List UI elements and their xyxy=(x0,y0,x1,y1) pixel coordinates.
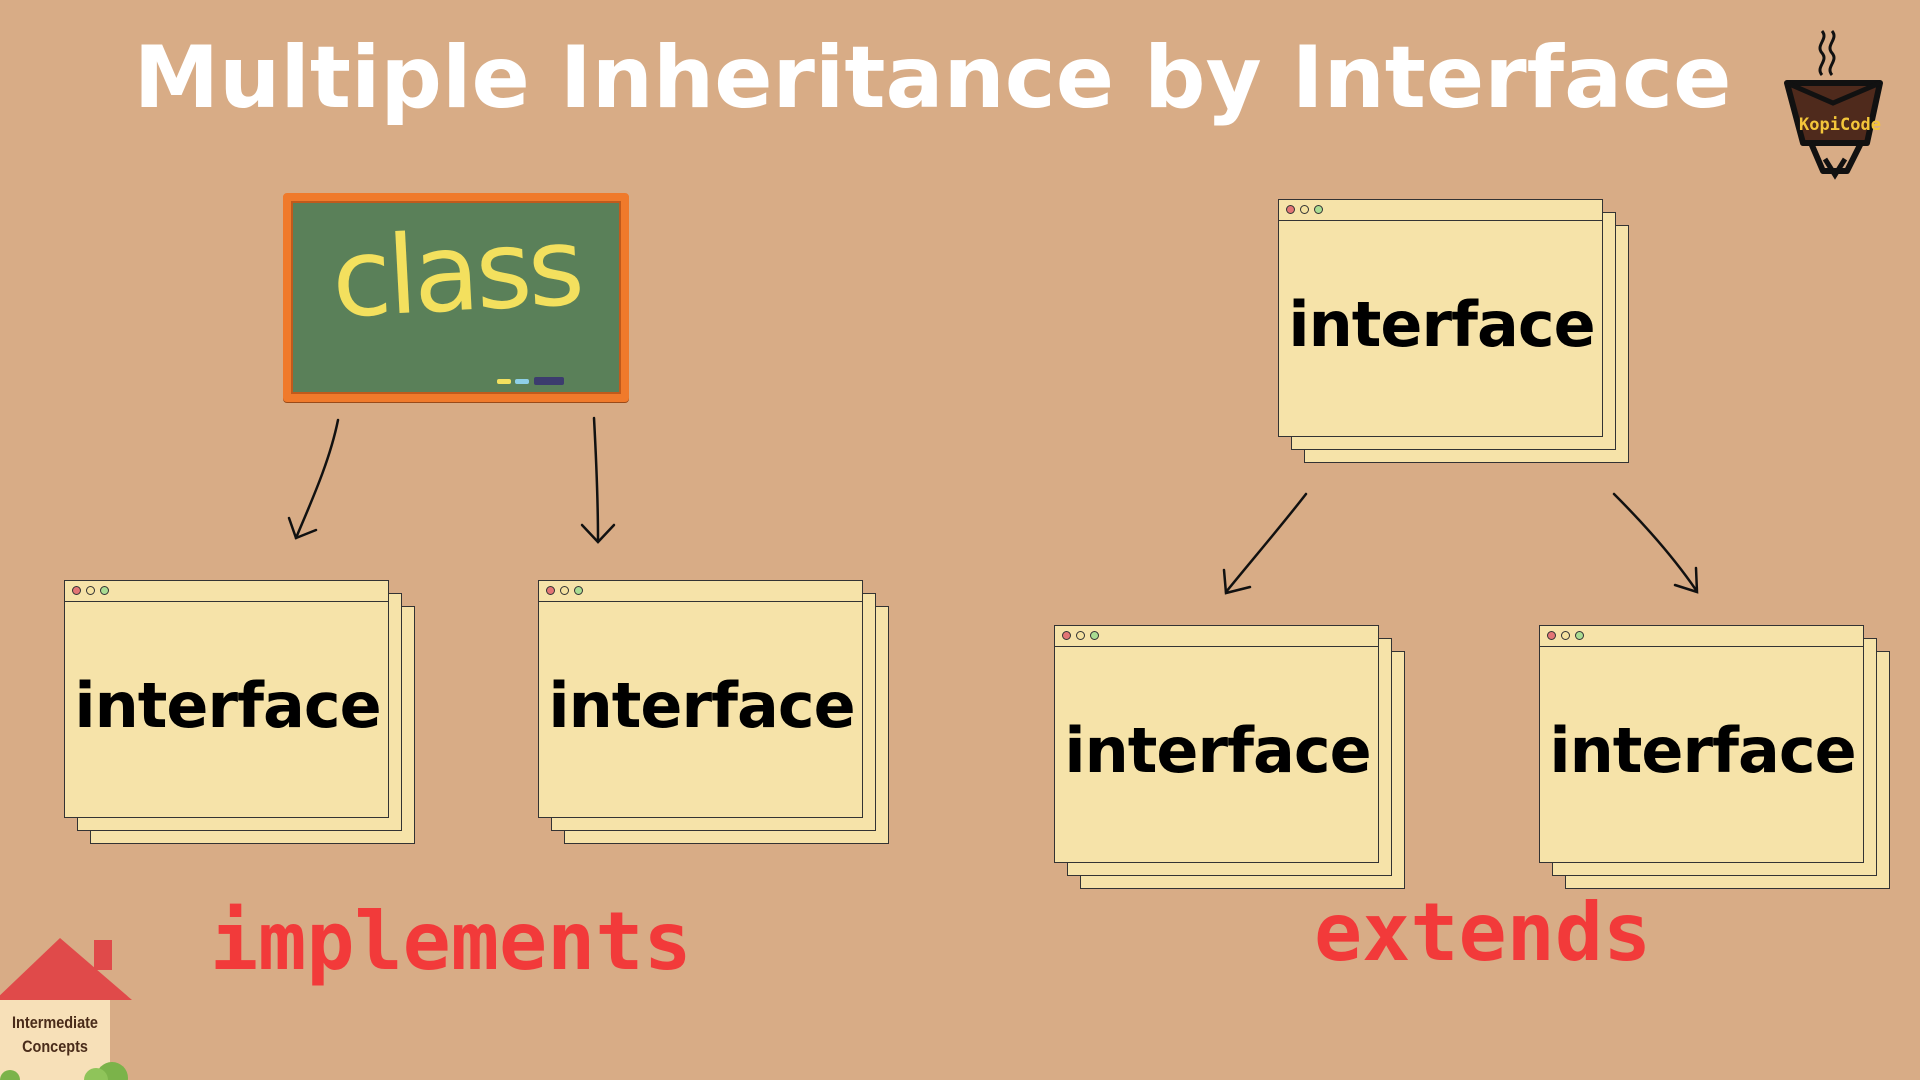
interface-window-implemented-2: interface xyxy=(538,580,889,844)
minimize-dot xyxy=(560,586,569,595)
interface-label: interface xyxy=(74,669,381,742)
implements-keyword: implements xyxy=(210,895,692,988)
maximize-dot xyxy=(100,586,109,595)
window-titlebar xyxy=(1540,626,1863,647)
kopicode-logo xyxy=(1784,30,1883,180)
maximize-dot xyxy=(1575,631,1584,640)
chalk-piece xyxy=(515,379,529,384)
arrowhead xyxy=(1673,566,1699,594)
minimize-dot xyxy=(86,586,95,595)
maximize-dot xyxy=(574,586,583,595)
page-title: Multiple Inheritance by Interface xyxy=(133,28,1732,128)
close-dot xyxy=(1547,631,1556,640)
interface-window-implemented-1: interface xyxy=(64,580,415,844)
close-dot xyxy=(72,586,81,595)
arrow-class-to-left xyxy=(294,418,340,540)
arrow-interface-to-right xyxy=(1612,492,1698,592)
maximize-dot xyxy=(1314,205,1323,214)
badge-label: Intermediate Concepts xyxy=(12,1013,98,1056)
minimize-dot xyxy=(1561,631,1570,640)
interface-label: interface xyxy=(1549,714,1856,787)
interface-label: interface xyxy=(1064,714,1371,787)
minimize-dot xyxy=(1300,205,1309,214)
arrowhead xyxy=(1222,568,1252,595)
arrow-interface-to-left xyxy=(1224,492,1308,594)
window-titlebar xyxy=(65,581,388,602)
arrowhead xyxy=(287,516,318,540)
chalk-piece xyxy=(497,379,511,384)
window-titlebar xyxy=(1055,626,1378,647)
close-dot xyxy=(1286,205,1295,214)
interface-label: interface xyxy=(548,669,855,742)
extends-keyword: extends xyxy=(1314,886,1652,979)
window-titlebar xyxy=(539,581,862,602)
minimize-dot xyxy=(1076,631,1085,640)
interface-window-parent: interface xyxy=(1278,199,1629,463)
interface-window-extended-1: interface xyxy=(1054,625,1405,889)
arrow-class-to-right xyxy=(592,416,600,542)
window-titlebar xyxy=(1279,200,1602,221)
close-dot xyxy=(1062,631,1071,640)
close-dot xyxy=(546,586,555,595)
interface-label: interface xyxy=(1288,288,1595,361)
arrowhead xyxy=(580,523,616,544)
interface-window-extended-2: interface xyxy=(1539,625,1890,889)
maximize-dot xyxy=(1090,631,1099,640)
class-chalkboard: class xyxy=(283,193,629,402)
eraser xyxy=(534,377,564,385)
logo-wordmark: KopiCode xyxy=(1799,115,1881,135)
house-badge-icon xyxy=(0,938,132,1080)
